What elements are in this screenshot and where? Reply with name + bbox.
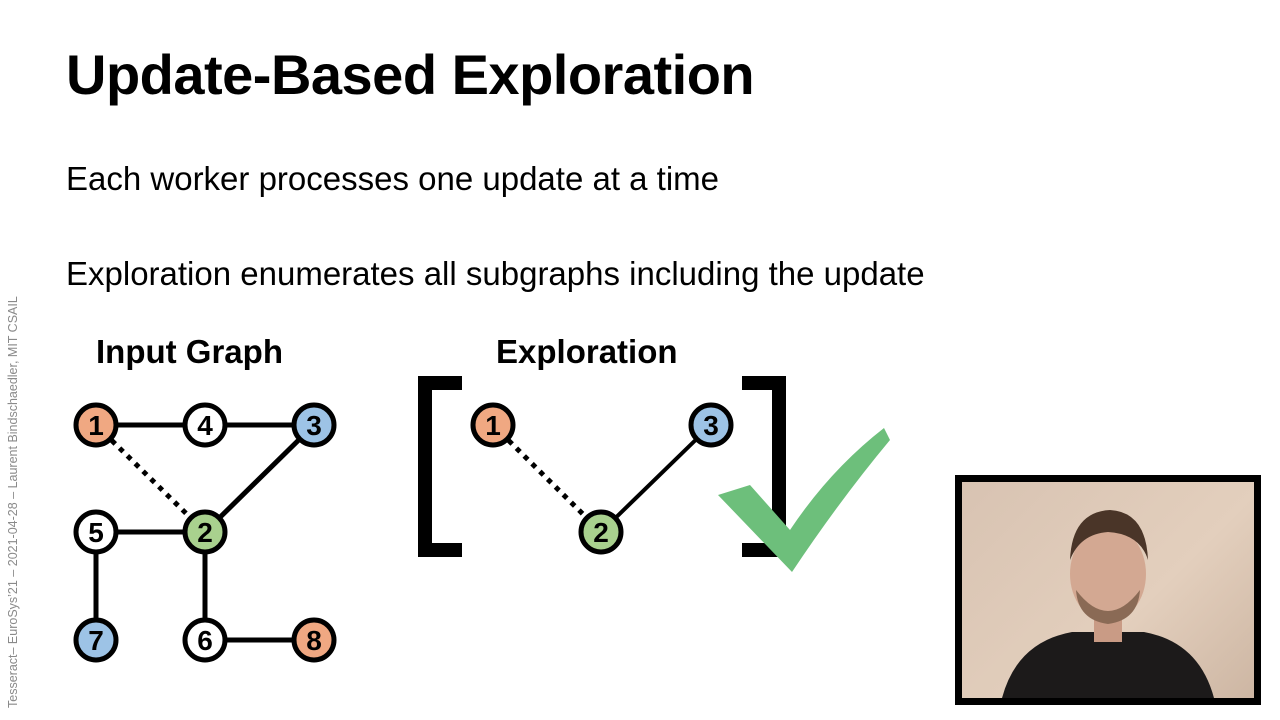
slide-title: Update-Based Exploration	[66, 43, 755, 106]
node-6: 6	[182, 617, 228, 663]
svg-text:6: 6	[197, 625, 213, 656]
right-bracket	[742, 376, 786, 557]
exploration-node-2: 2	[578, 509, 624, 555]
edge-3-2	[203, 423, 316, 534]
node-1: 1	[73, 402, 119, 448]
node-7: 7	[73, 617, 119, 663]
speaker-video	[955, 475, 1261, 705]
svg-text:7: 7	[88, 625, 104, 656]
exploration-node-1: 1	[470, 402, 516, 448]
exploration-label: Exploration	[496, 333, 678, 370]
exploration-nodes: 1 2 3	[470, 402, 734, 555]
svg-text:5: 5	[88, 517, 104, 548]
exploration-node-3: 3	[688, 402, 734, 448]
bullet-worker-updates: Each worker processes one update at a ti…	[66, 160, 720, 197]
bullet-exploration: Exploration enumerates all subgraphs inc…	[66, 255, 925, 292]
svg-text:1: 1	[485, 410, 501, 441]
node-5: 5	[73, 509, 119, 555]
svg-text:3: 3	[306, 410, 322, 441]
checkmark-icon	[718, 428, 890, 572]
input-graph-label: Input Graph	[96, 333, 283, 370]
node-4: 4	[182, 402, 228, 448]
left-bracket	[418, 376, 462, 557]
exploration-edge-2-3	[599, 423, 713, 534]
svg-text:2: 2	[197, 517, 213, 548]
edge-1-2-update	[94, 423, 207, 534]
svg-text:2: 2	[593, 517, 609, 548]
node-8: 8	[291, 617, 337, 663]
svg-text:4: 4	[197, 410, 213, 441]
svg-text:8: 8	[306, 625, 322, 656]
input-graph-nodes: 1 4 3 5 2 7 6 8	[73, 402, 337, 663]
video-feed	[962, 482, 1254, 698]
node-3: 3	[291, 402, 337, 448]
svg-text:3: 3	[703, 410, 719, 441]
svg-text:1: 1	[88, 410, 104, 441]
person-silhouette-icon	[1002, 510, 1214, 698]
exploration-edge-1-2	[491, 423, 603, 534]
node-2: 2	[182, 509, 228, 555]
